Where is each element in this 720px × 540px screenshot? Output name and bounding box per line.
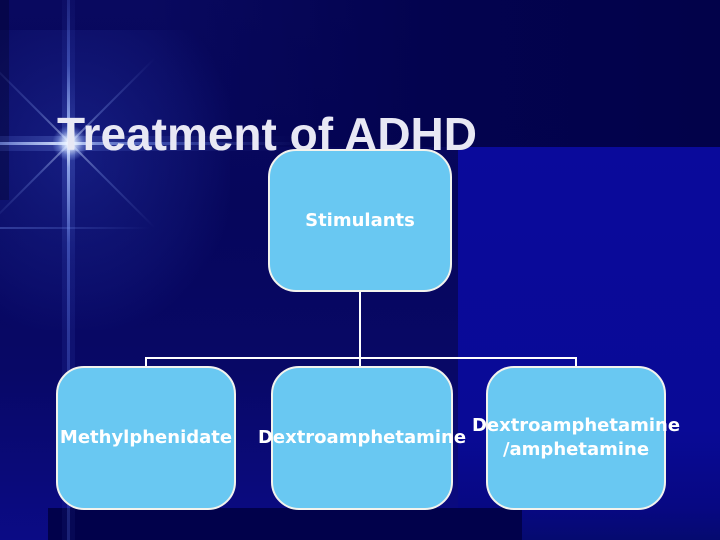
connector-stub-middle [359, 357, 361, 369]
connector-stub-left [145, 357, 147, 369]
node-methylphenidate: Methylphenidate [56, 366, 236, 510]
node-stimulants: Stimulants [268, 149, 452, 292]
background-bottom-band [48, 508, 522, 540]
node-dextroamphetamine-amphetamine: Dextroamphetamine /amphetamine [472, 366, 680, 510]
node-label: Methylphenidate [59, 427, 233, 448]
connector-horizontal [145, 357, 577, 359]
node-label: Dextroamphetamine [257, 427, 467, 448]
node-dextroamphetamine: Dextroamphetamine [258, 366, 466, 510]
background-left-glow [0, 30, 230, 330]
connector-root-drop [359, 292, 361, 358]
node-label: Stimulants [305, 209, 415, 231]
node-label-line-1: Dextroamphetamine [471, 415, 681, 436]
node-label-line-2: /amphetamine [502, 439, 650, 460]
connector-stub-right [575, 357, 577, 369]
background-left-edge [0, 0, 9, 200]
flare-secondary-ray [0, 227, 150, 229]
